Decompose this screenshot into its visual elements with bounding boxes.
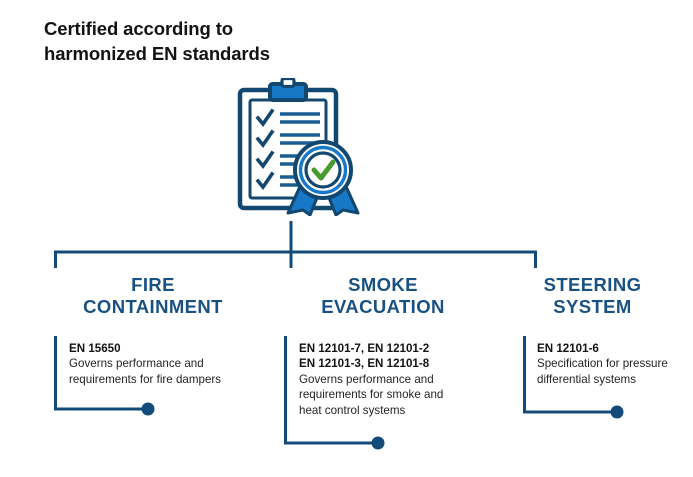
column-body-steering-system: EN 12101-6 Specification for pressure di… xyxy=(537,341,687,387)
column-heading-line-1: STEERING xyxy=(543,274,642,295)
column-heading-line-1: SMOKE xyxy=(348,274,418,295)
standard-code: EN 12101-6 xyxy=(537,342,599,355)
column-heading-line-1: FIRE xyxy=(131,274,175,295)
page-title: Certified according to harmonized EN sta… xyxy=(44,16,464,66)
standard-code: EN 12101-3, EN 12101-8 xyxy=(299,357,430,371)
column-heading-line-2: EVACUATION xyxy=(321,296,445,317)
endpoint-dot-steering-system xyxy=(610,405,624,419)
column-body-smoke-evacuation: EN 12101-7, EN 12101-2 EN 12101-3, EN 12… xyxy=(299,341,469,418)
certificate-clipboard-icon xyxy=(232,76,364,217)
standard-description: Governs performance and requirements for… xyxy=(299,372,444,417)
standard-description: Specification for pressure differential … xyxy=(537,357,668,386)
standard-code: EN 15650 xyxy=(69,342,121,355)
page-title-line-2: harmonized EN standards xyxy=(44,43,270,64)
column-heading-smoke-evacuation: SMOKE EVACUATION xyxy=(268,274,498,318)
page-title-line-1: Certified according to xyxy=(44,18,233,39)
column-heading-line-2: SYSTEM xyxy=(553,296,632,317)
column-heading-steering-system: STEERING SYSTEM xyxy=(500,274,685,318)
standard-description: Governs performance and requirements for… xyxy=(69,357,222,386)
column-body-fire-containment: EN 15650 Governs performance and require… xyxy=(69,341,229,387)
endpoint-dot-smoke-evacuation xyxy=(371,436,385,450)
column-heading-fire-containment: FIRE CONTAINMENT xyxy=(38,274,268,318)
endpoint-dot-fire-containment xyxy=(141,402,155,416)
standard-code: EN 12101-7, EN 12101-2 xyxy=(299,342,430,355)
column-heading-line-2: CONTAINMENT xyxy=(83,296,223,317)
